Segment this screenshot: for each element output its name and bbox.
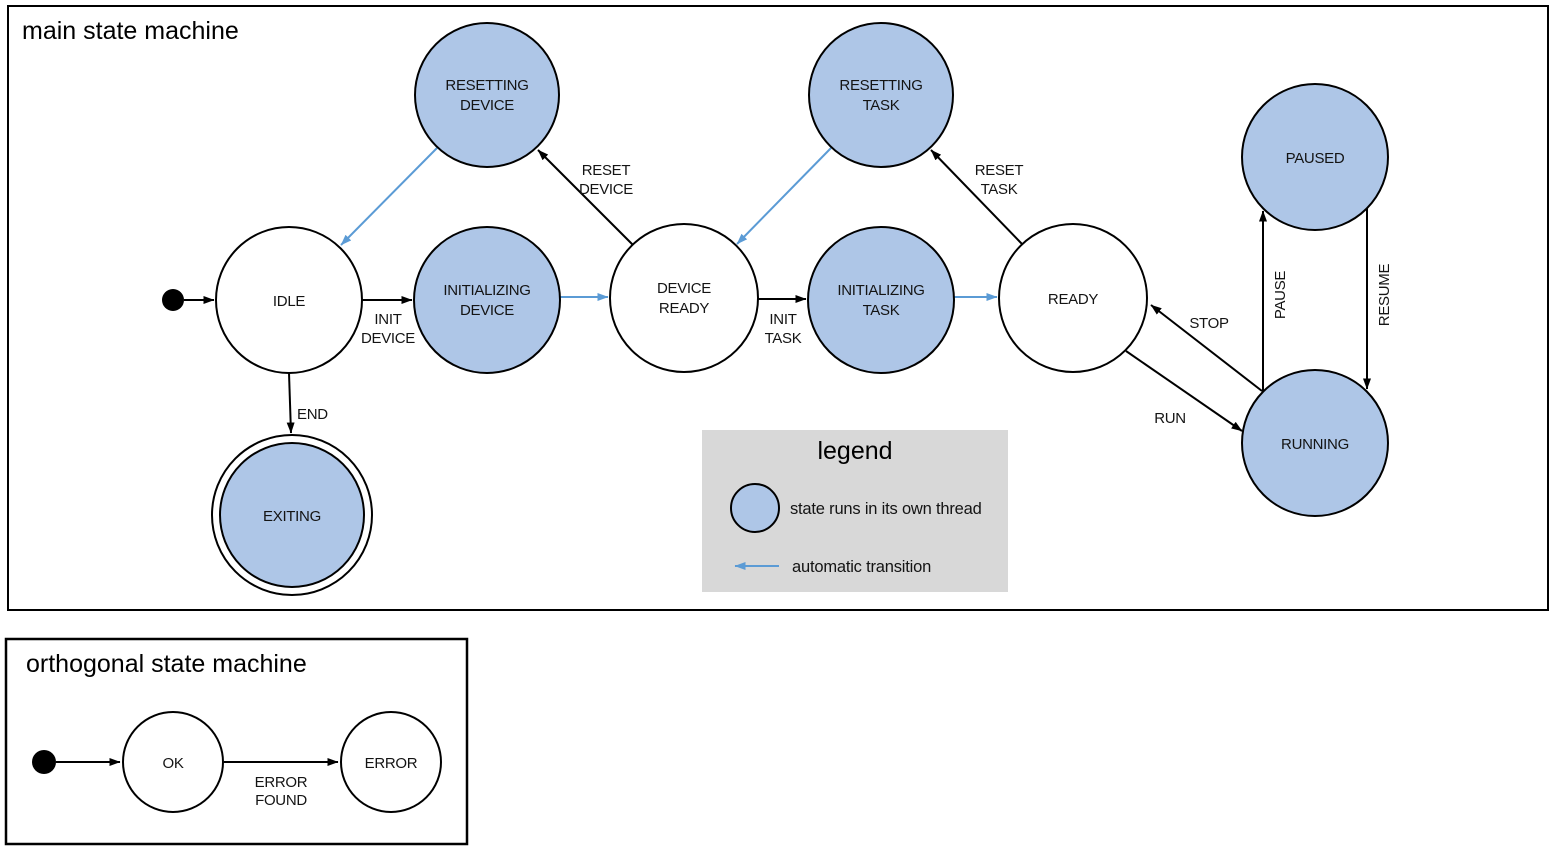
transition-label-run: RUN — [1154, 410, 1186, 427]
state-label: TASK — [863, 97, 900, 114]
state-label: RESETTING — [445, 77, 528, 94]
state-circle-running — [1241, 369, 1389, 517]
state-label: PAUSED — [1286, 150, 1345, 167]
transition-label-resume: RESUME — [1376, 264, 1393, 327]
transition-label-init-device-line2: DEVICE — [361, 330, 415, 347]
legend-threaded-state-icon — [730, 483, 780, 533]
legend: legend state runs in its own thread auto… — [702, 430, 1008, 592]
state-label: DEVICE — [460, 302, 514, 319]
transition-label-pause: PAUSE — [1272, 271, 1289, 320]
transition-reset-device — [537, 149, 634, 246]
state-resetting-device: RESETTING DEVICE — [414, 22, 560, 168]
transition-label-reset-task-line2: TASK — [981, 181, 1018, 198]
state-circle-resetting-device — [414, 22, 560, 168]
main-machine-edges: INIT DEVICE RESET DEVICE INIT TASK RESET… — [184, 147, 1393, 434]
transition-label-error-found-line1: ERROR — [255, 774, 308, 791]
state-label: RUNNING — [1281, 436, 1349, 453]
transition-label-init-task-line2: TASK — [765, 330, 802, 347]
state-initializing-device: INITIALIZING DEVICE — [413, 226, 561, 374]
state-label: INITIALIZING — [443, 282, 530, 299]
state-label: READY — [659, 300, 709, 317]
transition-label-reset-device-line1: RESET — [582, 162, 631, 179]
main-machine-title: main state machine — [22, 17, 239, 45]
state-label: DEVICE — [460, 97, 514, 114]
state-label: IDLE — [273, 293, 305, 310]
state-circle-error — [340, 711, 442, 813]
state-label: RESETTING — [839, 77, 922, 94]
transition-stop — [1150, 304, 1263, 392]
legend-title: legend — [817, 437, 892, 465]
state-circle-device-ready — [609, 223, 759, 373]
state-label: READY — [1048, 291, 1098, 308]
transition-end — [286, 372, 295, 434]
state-label: TASK — [863, 302, 900, 319]
transition-reset-task — [930, 149, 1023, 245]
transition-label-init-task-line1: INIT — [769, 311, 796, 328]
orthogonal-state-machine: orthogonal state machine OK ERROR FOUND … — [4, 637, 469, 846]
state-resetting-task: RESETTING TASK — [808, 22, 954, 168]
state-circle-initializing-task — [807, 226, 955, 374]
state-running: RUNNING — [1241, 369, 1389, 517]
transition-label-stop: STOP — [1189, 315, 1229, 332]
legend-automatic-transition-label: automatic transition — [792, 558, 931, 576]
state-label: EXITING — [263, 508, 321, 525]
state-circle-exiting — [219, 442, 365, 588]
orthogonal-machine-title: orthogonal state machine — [26, 650, 307, 678]
transition-auto-resetting-task-to-device-ready — [736, 147, 832, 245]
state-circle-ok — [122, 711, 224, 813]
state-ready: READY — [998, 223, 1148, 373]
transition-label-end: END — [297, 406, 328, 423]
main-machine-states: RESETTING DEVICE RESETTING TASK PAUSED I… — [162, 22, 1389, 596]
state-label: OK — [162, 755, 183, 772]
transition-label-error-found-line2: FOUND — [255, 792, 307, 809]
state-initializing-task: INITIALIZING TASK — [807, 226, 955, 374]
transition-label-reset-task-line1: RESET — [975, 162, 1024, 179]
initial-state-dot — [162, 289, 184, 311]
state-error: ERROR — [340, 711, 442, 813]
state-label: INITIALIZING — [837, 282, 924, 299]
state-idle: IDLE — [215, 226, 363, 374]
transition-label-init-device-line1: INIT — [374, 311, 401, 328]
state-exiting-final: EXITING — [211, 434, 373, 596]
state-device-ready: DEVICE READY — [609, 223, 759, 373]
state-circle-resetting-task — [808, 22, 954, 168]
state-circle-paused — [1241, 83, 1389, 231]
transition-run — [1125, 350, 1243, 432]
state-label: DEVICE — [657, 280, 711, 297]
state-label: ERROR — [365, 755, 418, 772]
state-circle-ready — [998, 223, 1148, 373]
initial-state-dot — [32, 750, 56, 774]
state-circle-idle — [215, 226, 363, 374]
state-paused: PAUSED — [1241, 83, 1389, 231]
state-ok: OK — [122, 711, 224, 813]
transition-auto-resetting-device-to-idle — [340, 147, 438, 246]
main-state-machine: main state machine INIT DEVICE RESET DEV… — [7, 5, 1549, 611]
legend-threaded-state-label: state runs in its own thread — [790, 500, 982, 518]
state-circle-initializing-device — [413, 226, 561, 374]
transition-label-reset-device-line2: DEVICE — [579, 181, 633, 198]
